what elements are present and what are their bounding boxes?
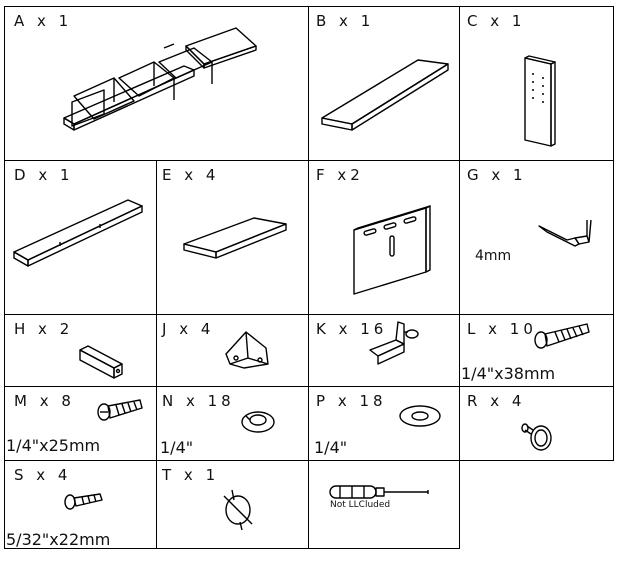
grid-line-row4 — [4, 460, 614, 461]
back-rail-drawing — [13, 199, 143, 267]
part-label-e: E x 4 — [162, 166, 220, 184]
flat-washer-drawing — [399, 405, 441, 427]
shelf-support-drawing — [369, 321, 419, 365]
part-size-s: 5/32"x22mm — [6, 530, 111, 549]
mounting-plate-drawing — [353, 205, 431, 295]
dowel-block-drawing — [79, 345, 123, 379]
corner-bracket-drawing — [225, 331, 269, 369]
part-cell-n: N x 18 1/4" — [156, 386, 308, 460]
part-cell-t: T x 1 — [156, 460, 308, 548]
part-cell-c: C x 1 — [459, 6, 613, 160]
drawer-panel-drawing — [183, 217, 287, 259]
tool-note: Not LLCluded — [330, 500, 391, 510]
grid-line-col-d-e — [156, 160, 157, 549]
part-label-g: G x 1 — [467, 166, 527, 184]
part-label-s: S x 4 — [14, 466, 72, 484]
grid-line-bottom — [4, 548, 459, 549]
part-cell-f: F x2 — [308, 160, 459, 314]
part-label-l: L x 10 — [467, 320, 537, 338]
grid-line-right — [613, 6, 614, 461]
assembled-cabinet-drawing — [63, 27, 257, 131]
hex-key-drawing — [538, 219, 592, 247]
part-label-m: M x 8 — [14, 392, 75, 410]
grid-line-row3 — [4, 386, 614, 387]
part-cell-h: H x 2 — [4, 314, 156, 386]
grid-line-col-a-b — [308, 6, 309, 549]
part-cell-k: K x 16 — [308, 314, 459, 386]
grid-line-col-b-c — [459, 6, 460, 549]
part-cell-b: B x 1 — [308, 6, 459, 160]
part-size-p: 1/4" — [314, 438, 348, 457]
part-label-h: H x 2 — [14, 320, 74, 338]
lock-washer-drawing — [241, 411, 275, 433]
part-cell-j: J x 4 — [156, 314, 308, 386]
part-size-n: 1/4" — [160, 438, 194, 457]
part-cell-a: A x 1 — [4, 6, 308, 160]
part-cell-m: M x 8 1/4"x25mm — [4, 386, 156, 460]
part-label-a: A x 1 — [14, 12, 73, 30]
tool-cell-screwdriver: Not LLCluded — [308, 460, 459, 548]
part-cell-s: S x 4 5/32"x22mm — [4, 460, 156, 549]
part-label-d: D x 1 — [14, 166, 74, 184]
part-cell-l: L x 10 1/4"x38mm — [459, 314, 613, 386]
screwdriver-drawing — [329, 485, 429, 499]
long-bolt-drawing — [534, 323, 590, 349]
part-label-f: F x2 — [316, 166, 364, 184]
part-cell-p: P x 18 1/4" — [308, 386, 459, 460]
part-label-j: J x 4 — [162, 320, 215, 338]
cam-lock-drawing — [223, 489, 253, 531]
part-cell-g: G x 1 4mm — [459, 160, 613, 314]
part-label-k: K x 16 — [316, 320, 388, 338]
grid-line-left — [4, 6, 5, 549]
part-size-g: 4mm — [475, 248, 512, 264]
part-label-r: R x 4 — [467, 392, 526, 410]
part-label-t: T x 1 — [162, 466, 220, 484]
knob-drawing — [521, 423, 552, 451]
shelf-board-drawing — [321, 59, 449, 131]
part-label-b: B x 1 — [316, 12, 375, 30]
side-panel-drawing — [524, 55, 556, 147]
medium-bolt-drawing — [97, 399, 143, 421]
part-cell-r: R x 4 — [459, 386, 613, 460]
wood-screw-drawing — [64, 493, 103, 510]
part-label-c: C x 1 — [467, 12, 526, 30]
part-size-m: 1/4"x25mm — [6, 436, 101, 455]
part-cell-d: D x 1 — [4, 160, 156, 314]
part-size-l: 1/4"x38mm — [461, 364, 556, 383]
part-label-n: N x 18 — [162, 392, 235, 410]
part-cell-e: E x 4 — [156, 160, 308, 314]
part-label-p: P x 18 — [316, 392, 387, 410]
grid-line-row2 — [4, 314, 614, 315]
grid-line-row1 — [4, 160, 614, 161]
grid-line-top — [4, 6, 614, 7]
